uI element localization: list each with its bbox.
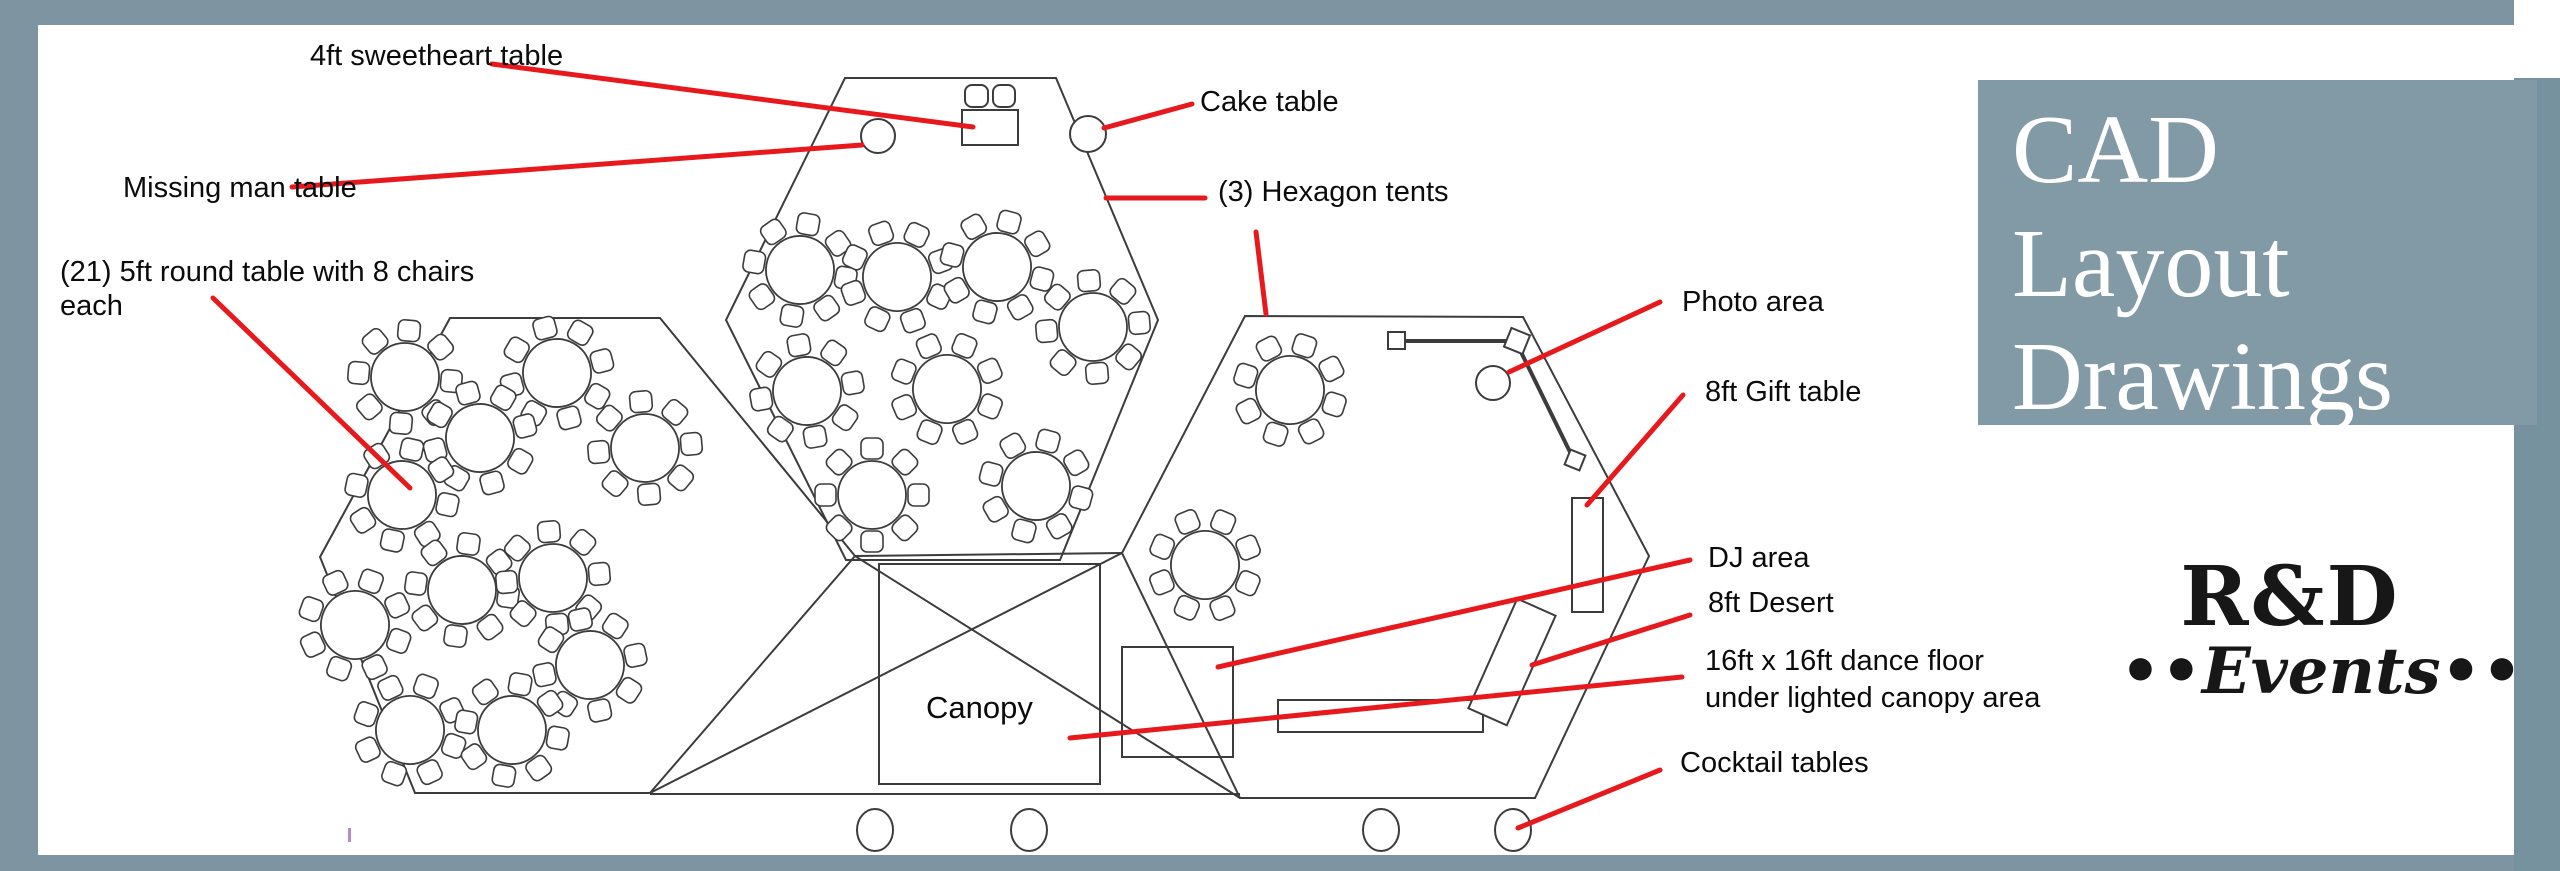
label-gift-table: 8ft Gift table xyxy=(1705,376,1862,408)
photo-post-square-1 xyxy=(1387,331,1406,350)
label-sweetheart-table: 4ft sweetheart table xyxy=(310,40,564,72)
logo-name: R&D xyxy=(2180,549,2400,645)
canopy-dance-floor xyxy=(878,563,1101,785)
hexagon-tent-top xyxy=(724,77,1160,561)
company-logo: R&D ••Events•• xyxy=(2120,549,2523,709)
border-bottom xyxy=(0,855,2560,871)
photo-post-square-3 xyxy=(1563,448,1587,472)
title-block-bg xyxy=(1978,80,2537,425)
cocktail-table xyxy=(1010,808,1048,852)
cursor-tick xyxy=(348,828,351,842)
leader-cake xyxy=(1101,101,1195,131)
round-table-8-chairs xyxy=(1217,317,1363,463)
leader-cocktail xyxy=(1515,767,1663,831)
border-top xyxy=(0,0,2514,25)
cocktail-table xyxy=(856,808,894,852)
photo-backdrop-bar-2 xyxy=(1518,349,1572,453)
label-desert-table: 8ft Desert xyxy=(1708,587,1834,619)
leader-dance-floor xyxy=(1067,674,1685,741)
title-line-1: CAD xyxy=(2012,96,2219,204)
dj-area-square xyxy=(1121,646,1234,758)
title-line-2: Layout xyxy=(2012,209,2290,318)
round-table-8-chairs xyxy=(733,203,867,337)
leader-round-tables xyxy=(210,295,413,491)
label-cocktail-tables: Cocktail tables xyxy=(1680,747,1869,779)
leader-dj-area xyxy=(1215,557,1693,670)
cocktail-table xyxy=(1494,808,1532,852)
round-table-8-chairs xyxy=(871,313,1023,465)
label-dance-floor-line1: 16ft x 16ft dance floor xyxy=(1705,645,1984,677)
label-round-tables-line1: (21) 5ft round table with 8 chairs xyxy=(60,256,475,288)
leader-desert xyxy=(1529,612,1693,668)
title-line-3: Drawings xyxy=(2012,323,2394,432)
sweetheart-chair-2 xyxy=(992,84,1016,108)
guy-line-b xyxy=(649,552,1123,794)
cake-table xyxy=(1069,115,1107,153)
photo-area-table xyxy=(1475,365,1511,401)
title-block: CAD Layout Drawings xyxy=(1978,80,2537,431)
label-hexagon-tents: (3) Hexagon tents xyxy=(1218,176,1449,208)
leader-hex-tents-tick xyxy=(1253,229,1269,317)
border-left xyxy=(0,0,38,871)
round-table-8-chairs xyxy=(740,324,874,458)
gift-table xyxy=(1571,497,1604,613)
round-table-8-chairs xyxy=(814,437,930,553)
label-round-tables-line2: each xyxy=(60,290,123,322)
missing-man-table xyxy=(860,118,896,154)
label-dance-floor-line2: under lighted canopy area xyxy=(1705,682,2041,714)
cocktail-table xyxy=(1362,808,1400,852)
sweetheart-chair-1 xyxy=(964,84,989,108)
leader-missing-man xyxy=(289,142,865,190)
leader-sweetheart xyxy=(489,61,976,130)
leader-gift-table xyxy=(1584,392,1686,508)
ridge-line-top xyxy=(854,552,1123,557)
logo-events: ••Events•• xyxy=(2120,634,2523,709)
label-missing-man-table: Missing man table xyxy=(123,172,357,204)
label-photo-area: Photo area xyxy=(1682,286,1824,318)
label-cake-table: Cake table xyxy=(1200,86,1339,118)
label-dj-area: DJ area xyxy=(1708,542,1810,574)
round-table-8-chairs xyxy=(278,548,432,702)
photo-post-square-2 xyxy=(1502,326,1532,356)
label-canopy: Canopy xyxy=(926,690,1033,725)
leader-photo-area xyxy=(1506,299,1663,375)
